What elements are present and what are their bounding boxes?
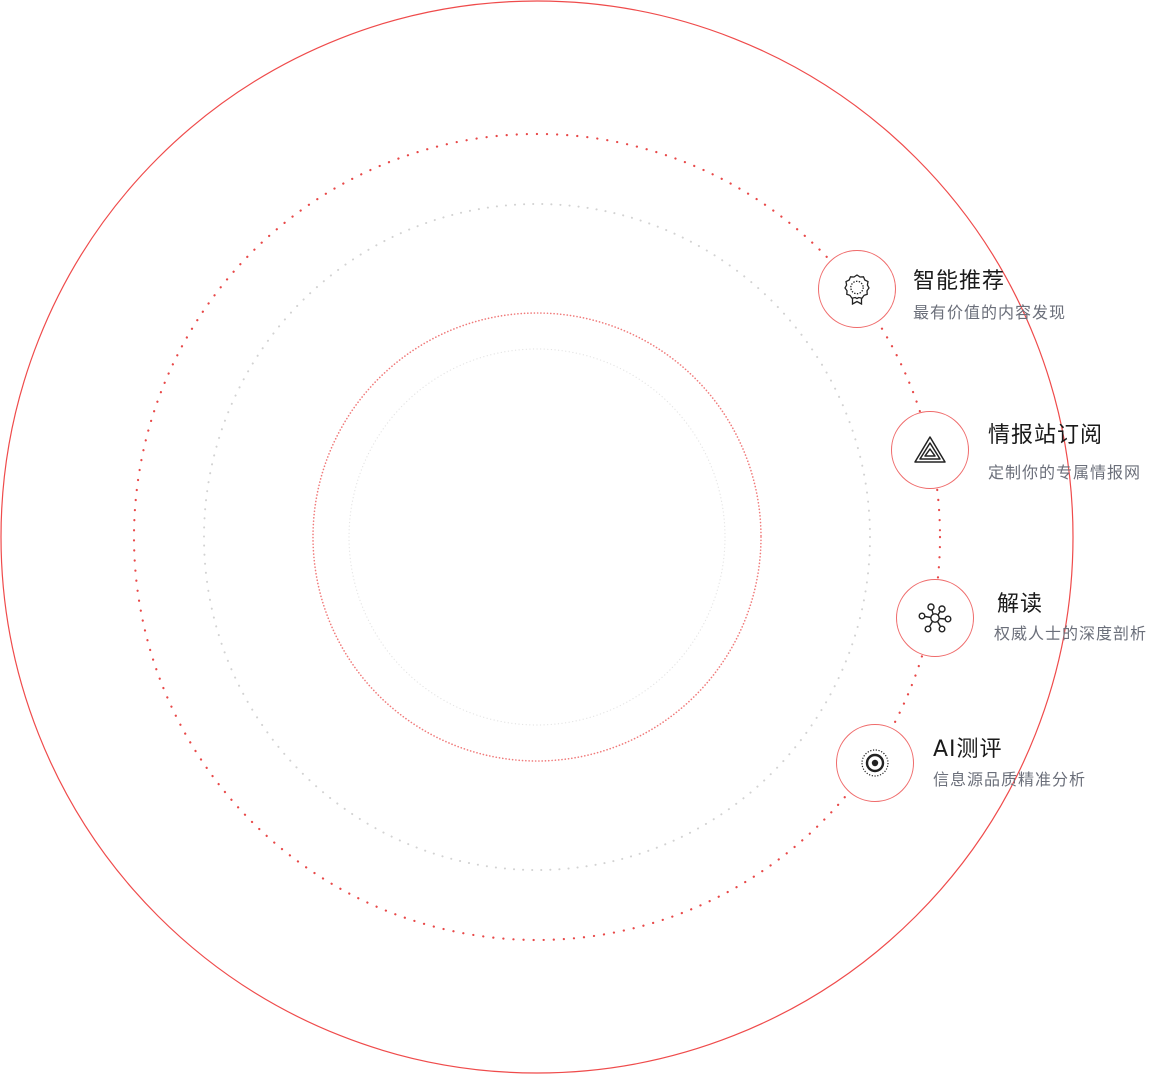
dotted-orbit-ring: [132, 132, 942, 942]
award-ribbon-icon: [842, 273, 872, 305]
inner-red-ring: [312, 312, 762, 762]
feature-description: 最有价值的内容发现: [913, 303, 1067, 322]
feature-badge[interactable]: [891, 411, 969, 489]
feature-badge[interactable]: [818, 250, 896, 328]
feature-title: 解读: [997, 592, 1044, 617]
feature-title: 智能推荐: [913, 269, 1006, 294]
feature-badge[interactable]: [836, 724, 914, 802]
layered-triangle-icon: [913, 435, 947, 465]
target-rings-icon: [860, 748, 890, 778]
feature-title: AI测评: [933, 737, 1003, 762]
feature-title: 情报站订阅: [988, 423, 1104, 448]
molecule-network-icon: [918, 602, 952, 634]
feature-badge[interactable]: [896, 579, 974, 657]
feature-description: 定制你的专属情报网: [988, 463, 1142, 482]
outer-ring: [0, 0, 1074, 1074]
gray-dotted-ring: [203, 203, 871, 871]
feature-description: 权威人士的深度剖析: [994, 624, 1148, 643]
feature-description: 信息源品质精准分析: [933, 770, 1087, 789]
inner-gray-ring: [348, 348, 726, 726]
